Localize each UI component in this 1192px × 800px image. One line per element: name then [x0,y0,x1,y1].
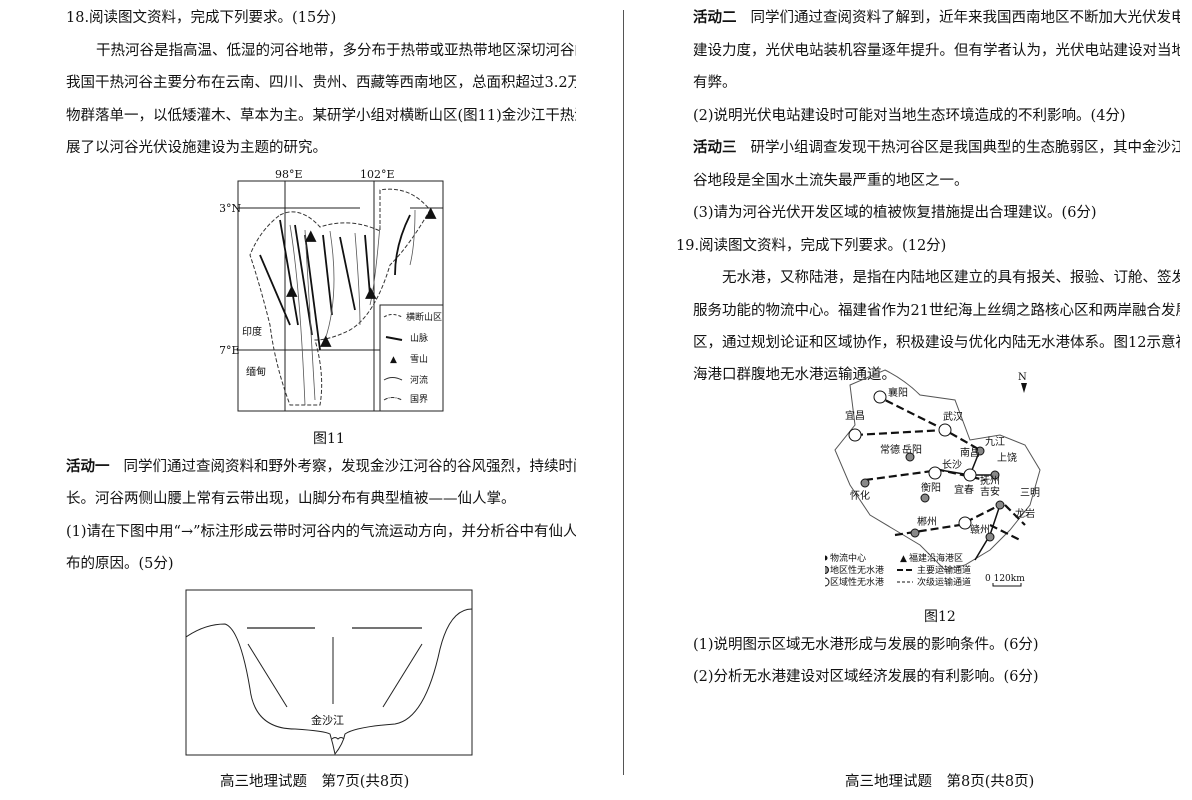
activity2-line: 有弊。 [693,75,737,91]
svg-text:常德: 常德 [880,443,900,456]
svg-text:▲: ▲ [425,203,437,221]
q19-intro-line: 海港口群腹地无水港运输通道。 [693,367,896,383]
svg-text:三明: 三明 [1020,487,1040,499]
q19-title: 19.阅读图文资料，完成下列要求。(12分) [676,238,947,254]
svg-text:雪山: 雪山 [410,354,428,365]
svg-text:宜昌: 宜昌 [845,409,865,422]
svg-text:抚州: 抚州 [980,475,1000,487]
svg-text:长沙: 长沙 [942,459,962,471]
q18-intro-line: 物群落单一，以低矮灌木、草本为主。某研学小组对横断山区(图11)金沙江干热河谷开 [66,108,576,124]
question-1: 布的原因。(5分) [66,556,174,572]
svg-text:▲: ▲ [390,355,397,365]
q18-title: 18.阅读图文资料，完成下列要求。(15分) [66,10,337,26]
activity1-line: 活动一同学们通过查阅资料和野外考察，发现金沙江河谷的谷风强烈，持续时间较 [66,459,576,475]
jinsha-river-label: 金沙江 [311,713,344,727]
svg-text:宜春: 宜春 [954,483,974,496]
page-footer-7: 高三地理试题 第7页(共8页) [220,774,410,790]
svg-text:赣州: 赣州 [970,523,990,536]
question-19-1: (1)说明图示区域无水港形成与发展的影响条件。(6分) [693,637,1039,653]
question-2: (2)说明光伏电站建设时可能对当地生态环境造成的不利影响。(4分) [693,108,1126,124]
figure-12-caption: 图12 [924,609,956,625]
figure-11-hengduan-map: 98°E 102°E 33°N 27°E ▲ ▲ ▲ ▲ ▲ 印度 缅甸 横断山区 山脉… [220,168,444,412]
svg-text:上饶: 上饶 [997,451,1017,464]
svg-text:襄阳: 襄阳 [888,386,908,399]
activity1-line: 长。河谷两侧山腰上常有云带出现，山脚分布有典型植被——仙人掌。 [66,491,516,507]
svg-text:地区性无水港: 地区性无水港 [830,564,884,576]
svg-text:物流中心: 物流中心 [830,552,866,564]
svg-text:岳阳: 岳阳 [902,444,922,456]
svg-text:怀化: 怀化 [850,489,870,502]
svg-text:▲: ▲ [900,554,907,564]
svg-text:九江: 九江 [985,436,1005,448]
scale-bar: 0 120km [985,574,1025,584]
svg-text:衡阳: 衡阳 [921,482,941,494]
question-19-2: (2)分析无水港建设对区域经济发展的有利影响。(6分) [693,669,1039,685]
svg-text:33°N: 33°N [220,202,241,215]
svg-text:▲: ▲ [305,226,317,244]
svg-text:27°E: 27°E [220,344,240,357]
svg-text:郴州: 郴州 [917,515,937,528]
question-3: (3)请为河谷光伏开发区域的植被恢复措施提出合理建议。(6分) [693,205,1097,221]
q19-intro-line: 无水港，又称陆港，是指在内陆地区建立的具有报关、报验、订舱、签发提单等港口 [722,270,1180,286]
page-divider [623,10,624,775]
q18-intro-line: 干热河谷是指高温、低湿的河谷地带，多分布于热带或亚热带地区深切河谷的下部。 [96,43,576,59]
q18-intro-line: 我国干热河谷主要分布在云南、四川、贵州、西藏等西南地区，总面积超过3.2万km²… [66,75,576,91]
q19-intro-line: 服务功能的物流中心。福建省作为21世纪海上丝绸之路核心区和两岸融合发展示范 [693,303,1180,319]
svg-text:国界: 国界 [410,394,428,405]
svg-text:98°E: 98°E [275,168,303,181]
activity2-label: 活动二 [693,10,737,26]
svg-text:缅甸: 缅甸 [246,365,266,378]
svg-text:主要运输通道: 主要运输通道 [917,564,971,576]
figure-11-caption: 图11 [313,431,345,447]
q19-intro-line: 区，通过规划论证和区域协作，积极建设与优化内陆无水港体系。图12示意福建省沿 [693,335,1180,351]
svg-text:次级运输通道: 次级运输通道 [917,576,971,588]
north-arrow: N [1018,372,1027,383]
svg-text:山脉: 山脉 [410,332,428,344]
activity1-label: 活动一 [66,459,110,475]
svg-text:南昌: 南昌 [960,446,980,459]
svg-text:福建沿海港区: 福建沿海港区 [909,552,963,564]
svg-text:吉安: 吉安 [980,485,1000,498]
svg-text:▲: ▲ [365,283,377,301]
valley-cross-section-diagram[interactable]: 金沙江 [185,589,475,757]
svg-text:横断山区: 横断山区 [406,311,442,323]
svg-text:▲: ▲ [286,281,298,299]
activity3-line: 谷地段是全国水土流失最严重的地区之一。 [693,173,969,189]
svg-text:河流: 河流 [410,374,428,386]
svg-text:区域性无水港: 区域性无水港 [830,576,884,588]
svg-text:武汉: 武汉 [943,410,963,423]
activity3-label: 活动三 [693,140,737,156]
q18-intro-line: 展了以河谷光伏设施建设为主题的研究。 [66,140,327,156]
activity2-line: 建设力度，光伏电站装机容量逐年提升。但有学者认为，光伏电站建设对当地环境有利 [693,43,1180,59]
page-footer-8: 高三地理试题 第8页(共8页) [845,774,1035,790]
svg-text:▲: ▲ [320,331,332,349]
question-1: (1)请在下图中用“→”标注形成云带时河谷内的气流运动方向，并分析谷中有仙人掌分 [66,524,576,540]
svg-text:102°E: 102°E [360,168,395,181]
svg-text:印度: 印度 [242,325,262,338]
svg-text:龙岩: 龙岩 [1015,507,1035,520]
figure-12-dry-port-map: 襄阳宜昌 武汉九江 常德岳阳 南昌 上饶 长沙抚州怀化 衡阳 宜春吉安 三明郴州 赣州 龙岩… [825,369,1041,588]
